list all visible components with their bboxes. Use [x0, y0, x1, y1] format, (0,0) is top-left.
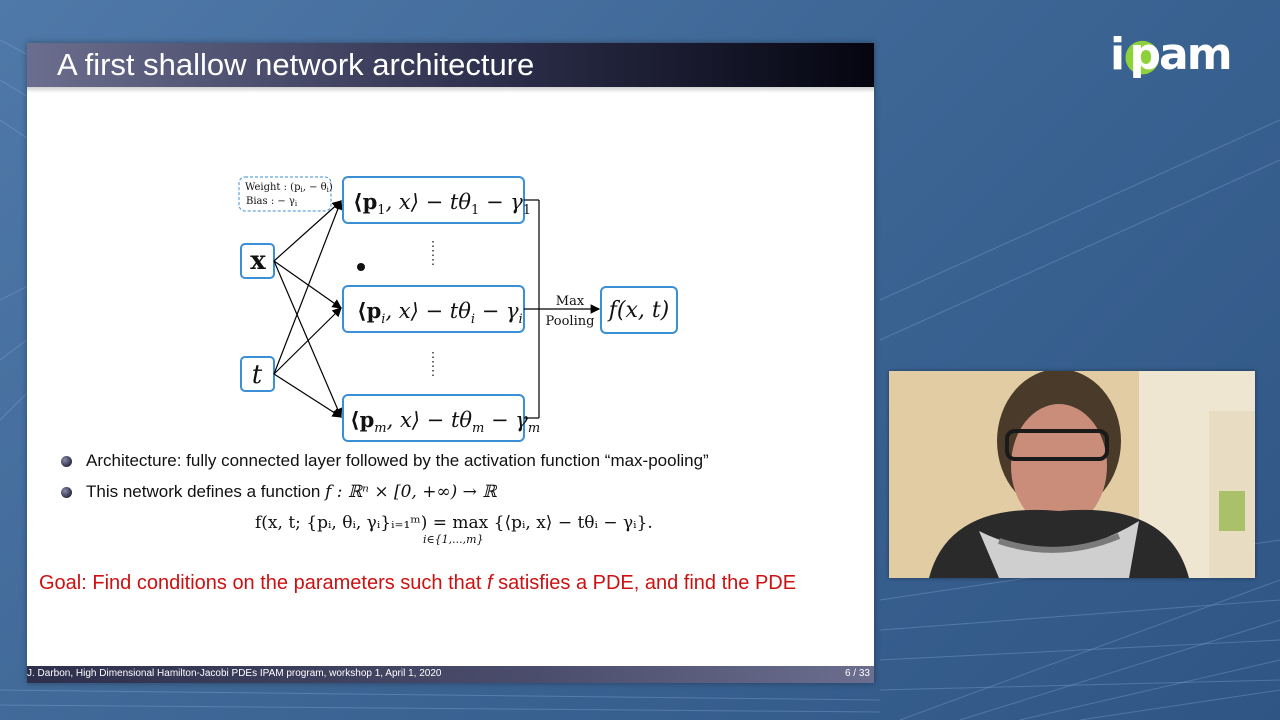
- bullet-function: This network defines a function f : ℝⁿ ×…: [61, 482, 496, 502]
- bias-label: Bias : − γi: [246, 196, 298, 208]
- logo-accent: ●: [1123, 29, 1161, 80]
- pooling-connectors: [524, 199, 601, 419]
- bullet-architecture: Architecture: fully connected layer foll…: [61, 451, 709, 471]
- speaker-webcam: [889, 371, 1255, 578]
- pool-label-pooling: Pooling: [546, 314, 595, 329]
- input-x-label: x: [250, 246, 266, 276]
- logo-letters: pam: [1129, 29, 1233, 80]
- footer-citation: J. Darbon, High Dimensional Hamilton-Jac…: [27, 668, 442, 679]
- bullet-dot-icon: [61, 455, 72, 467]
- mouse-cursor-icon: [357, 263, 365, 271]
- logo-letter-i: i: [1110, 29, 1125, 80]
- page-counter: 6 / 33: [844, 668, 870, 679]
- output-node: [600, 286, 678, 334]
- goal-statement: Goal: Find conditions on the parameters …: [39, 572, 797, 594]
- output-label: f(x, t): [607, 298, 670, 323]
- network-diagram: Weight : (pi, − θi) Bias : − γi x t ⟨p1,…: [238, 176, 678, 442]
- bullet-dot-icon: [61, 486, 72, 498]
- header-shadow: [27, 87, 874, 93]
- max-pooling-formula: f(x, t; {pᵢ, θᵢ, γᵢ}ᵢ₌₁ᵐ) = max {⟨pᵢ, x⟩…: [255, 513, 653, 546]
- bullet-function-text: This network defines a function f : ℝⁿ ×…: [86, 482, 497, 502]
- speaker-video-frame: [889, 371, 1255, 578]
- formula-subscript: i∈{1,...,m}: [423, 533, 484, 546]
- slide-footer: J. Darbon, High Dimensional Hamilton-Jac…: [27, 666, 874, 683]
- hidden-node-1-label: ⟨p1, x⟩ − tθ1 − γ1: [353, 189, 531, 218]
- ipam-logo: i●pam: [1110, 29, 1233, 80]
- pool-label-max: Max: [556, 294, 585, 309]
- hidden-node-m-label: ⟨pm, x⟩ − tθm − γm: [350, 407, 540, 436]
- weight-label: Weight : (pi, − θi): [245, 182, 333, 194]
- function-signature: f : ℝⁿ × [0, +∞) → ℝ: [325, 482, 497, 502]
- slide-title: A first shallow network architecture: [57, 47, 535, 82]
- slide-header-bar: A first shallow network architecture: [27, 43, 874, 87]
- weight-bias-box: [238, 176, 332, 212]
- input-t-label: t: [252, 360, 263, 390]
- formula-main: f(x, t; {pᵢ, θᵢ, γᵢ}ᵢ₌₁ᵐ) = max {⟨pᵢ, x⟩…: [255, 513, 653, 533]
- bullet-architecture-text: Architecture: fully connected layer foll…: [86, 451, 709, 470]
- presentation-slide: A first shallow network architecture Wei…: [27, 43, 874, 683]
- hidden-node-i-label: ⟨pi, x⟩ − tθi − γi: [357, 298, 523, 327]
